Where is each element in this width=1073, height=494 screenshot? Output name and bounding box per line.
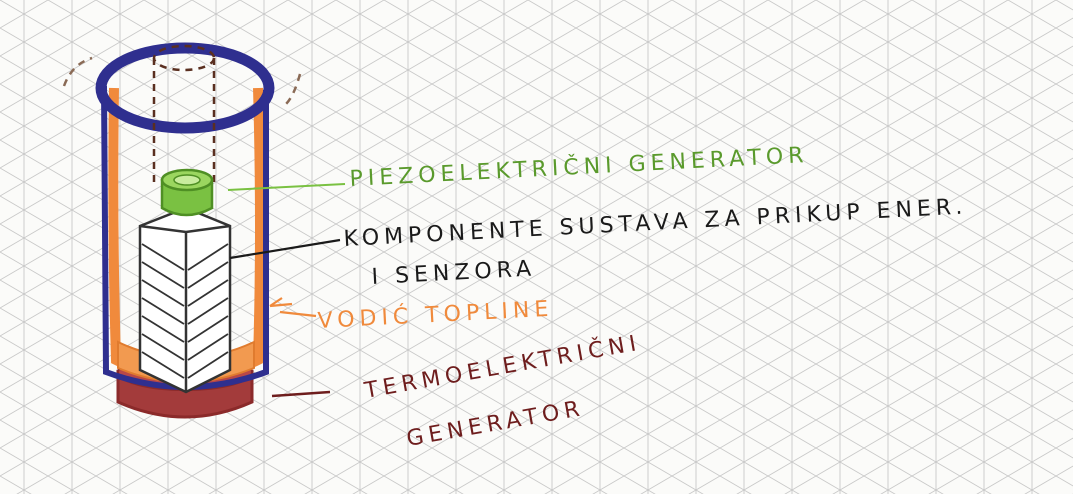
piezoelectric-generator (160, 168, 214, 217)
inner-guide-lines (62, 44, 302, 186)
piezo-leader-line (227, 183, 346, 191)
thermo-leader-line (271, 390, 331, 398)
heat-leader-line (269, 297, 317, 318)
system-components (138, 206, 232, 394)
components-leader-line (229, 238, 341, 260)
